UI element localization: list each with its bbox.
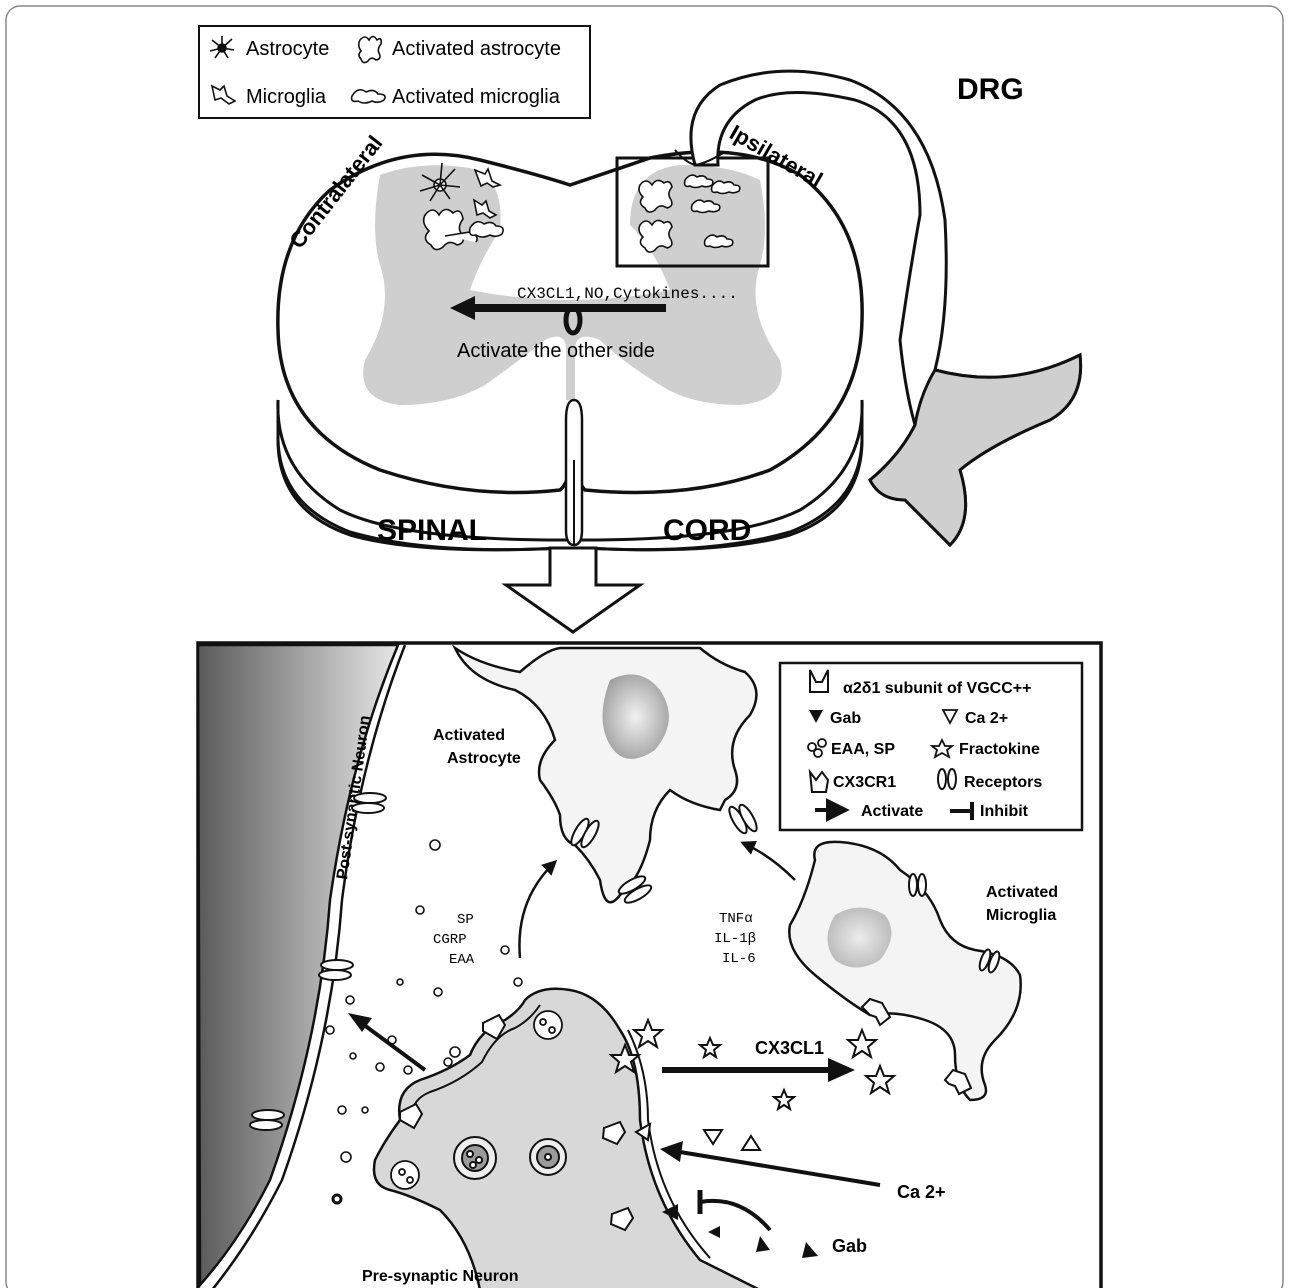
legend-activate: Activate: [861, 803, 923, 820]
microglia-label-2: Microglia: [986, 907, 1056, 924]
gab-label: Gab: [832, 1236, 867, 1256]
activated-microglia-label: Activated microglia: [392, 86, 561, 108]
spinal-label: SPINAL: [377, 514, 487, 547]
activate-caption: Activate the other side: [457, 340, 655, 362]
cyto-il1: IL-1β: [714, 931, 756, 947]
microglia-label-1: Activated: [986, 884, 1058, 901]
detail-legend: α2δ1 subunit of VGCC++ Gab Ca 2+ EAA, SP…: [780, 663, 1082, 830]
cx3cr1-icon: [810, 772, 828, 792]
legend-eaa-sp: EAA, SP: [831, 741, 895, 758]
ca-label: Ca 2+: [897, 1182, 946, 1202]
drg-label: DRG: [957, 73, 1024, 106]
astrocyte-label: Astrocyte: [246, 38, 329, 60]
legend-fractokine: Fractokine: [959, 741, 1040, 758]
detail-panel: Post-synaptic Neuron Activated Astrocyte…: [198, 643, 1101, 1288]
spinal-cord: Contralateral Ipsilateral: [278, 71, 1081, 550]
legend-gab: Gab: [830, 710, 861, 727]
legend-receptors: Receptors: [964, 774, 1042, 791]
astrocyte-label-1: Activated: [433, 727, 505, 744]
legend-ca: Ca 2+: [965, 710, 1008, 727]
nt-cgrp: CGRP: [433, 932, 467, 948]
cyto-tnf: TNFα: [719, 911, 753, 927]
cord-label: CORD: [663, 514, 751, 547]
nt-sp: SP: [457, 912, 474, 928]
drg-ganglion: [870, 355, 1081, 545]
cx3cl1-label: CX3CL1: [755, 1038, 824, 1058]
legend-inhibit: Inhibit: [980, 803, 1029, 820]
zoom-arrow: [506, 548, 640, 632]
legend-cx3cr1: CX3CR1: [833, 774, 896, 791]
astrocyte-label-2: Astrocyte: [447, 750, 521, 767]
nt-eaa: EAA: [449, 952, 475, 968]
signal-label: CX3CL1,NO,Cytokines....: [517, 285, 738, 303]
top-legend: Astrocyte Activated astrocyte Microglia …: [199, 26, 590, 118]
activated-astrocyte-label: Activated astrocyte: [392, 38, 561, 60]
pre-synaptic-label: Pre-synaptic Neuron: [362, 1268, 518, 1285]
legend-vgcc: α2δ1 subunit of VGCC++: [843, 680, 1031, 697]
activated-astrocyte-icon: [359, 37, 381, 63]
cyto-il6: IL-6: [722, 951, 756, 967]
microglia-label: Microglia: [246, 86, 327, 108]
